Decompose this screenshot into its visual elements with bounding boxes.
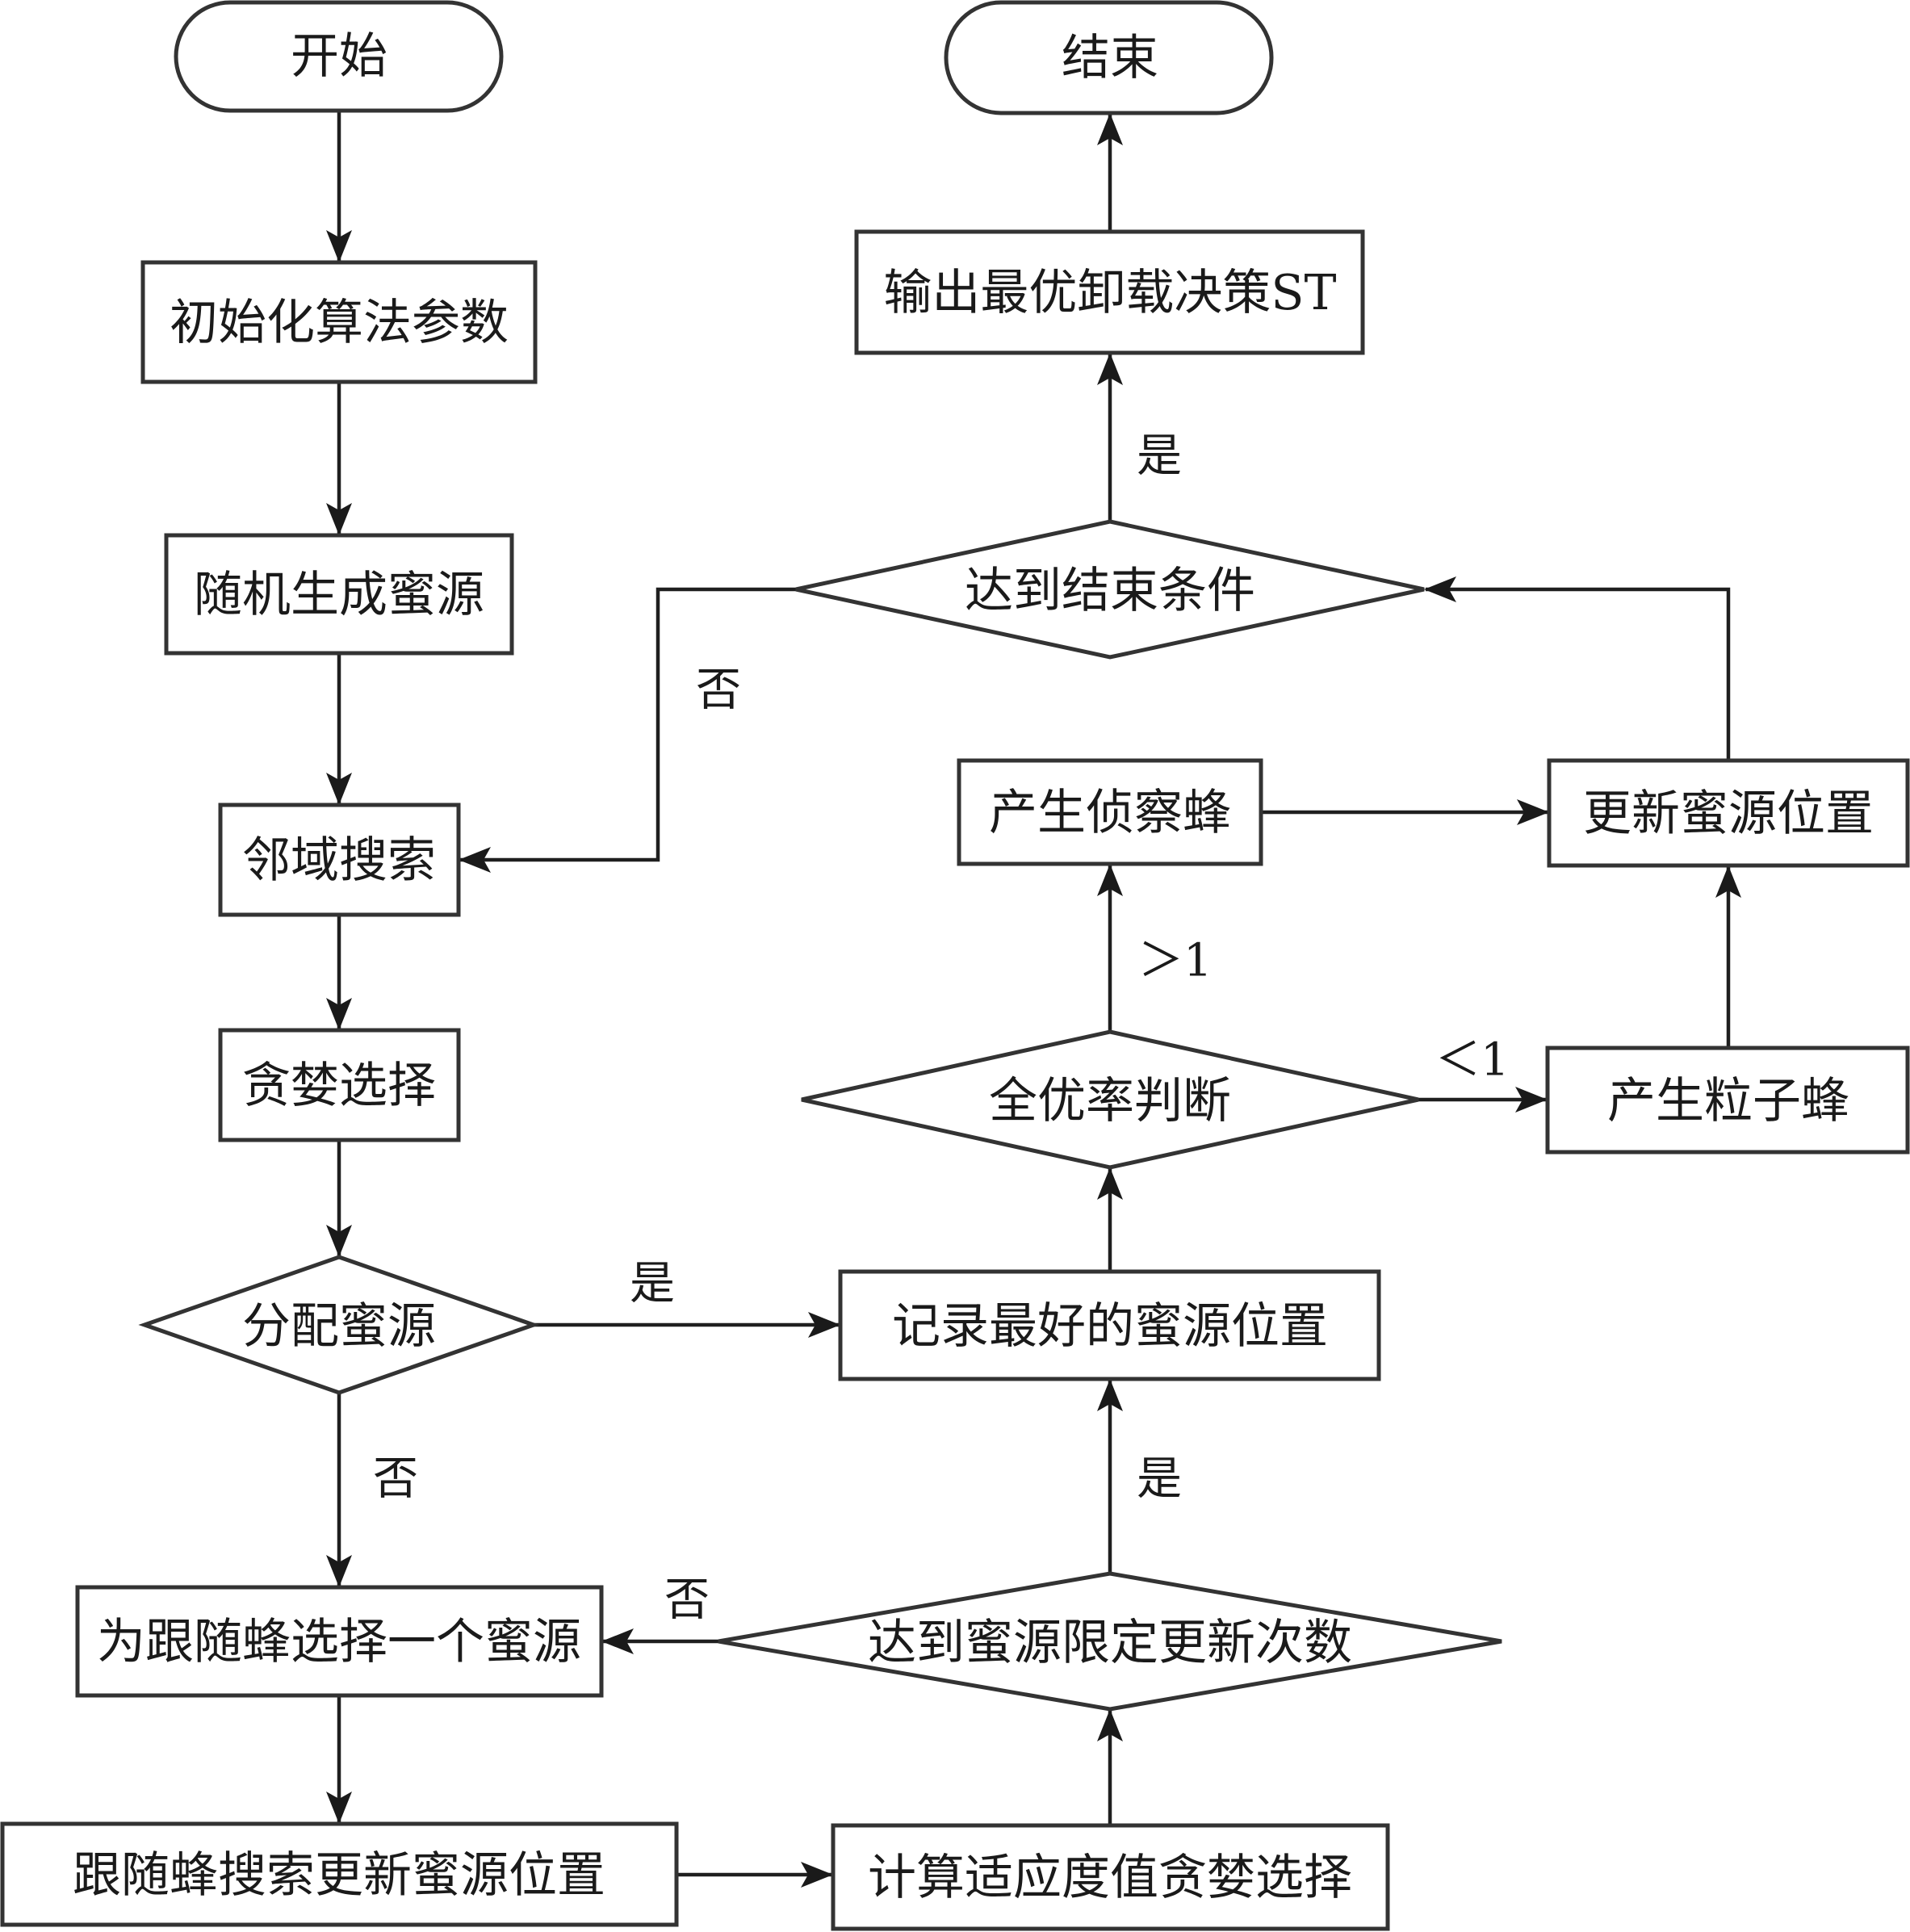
node-label: 达到结束条件 [965,563,1255,619]
node-label: 记录最好的蜜源位置 [892,1298,1328,1355]
node-label: 分配蜜源 [242,1298,436,1355]
node-init-params: 初始化算法参数 [140,260,538,384]
process-shape [75,1585,604,1698]
process-shape [140,260,538,384]
node-label: 结束 [1062,30,1158,86]
node-generate-scout-bee: 产生侦察蜂 [957,758,1263,866]
decision-shape [138,1255,540,1395]
node-follower-search-update: 跟随蜂搜索更新蜜源位置 [0,1821,679,1927]
node-label: 随机生成蜜源 [194,567,484,623]
label-end-no: 否 [696,664,741,717]
node-start: 开始 [174,0,504,113]
node-output-decision: 输出最优卸载决策ST [854,229,1365,355]
edges [326,111,1741,1888]
node-label: 跟随蜂搜索更新蜜源位置 [73,1847,605,1904]
process-shape [1547,758,1910,868]
process-shape [854,229,1365,355]
node-label: 邻域搜索 [242,832,436,889]
process-shape [957,758,1263,866]
node-label: 达到蜜源限定更新次数 [868,1615,1352,1671]
node-neighborhood-search: 邻域搜索 [218,803,461,917]
node-end: 结束 [944,0,1274,115]
node-optimal-rate-check: 全优率判断 [801,1029,1419,1170]
label-assign-yes: 是 [630,1258,675,1310]
node-label: 更新蜜源位置 [1583,786,1874,842]
node-choose-source-for-follower: 为跟随蜂选择一个蜜源 [75,1585,604,1698]
label-end-yes: 是 [1137,430,1182,483]
node-label: 为跟随蜂选择一个蜜源 [97,1614,581,1670]
label-limit-no: 否 [664,1574,710,1627]
node-label: 全优率判断 [989,1073,1231,1129]
process-shape [218,803,461,917]
process-shape [218,1028,461,1142]
terminator-shape [944,0,1274,115]
decision-shape [795,519,1425,660]
node-label: 初始化算法参数 [170,295,509,351]
decision-shape [718,1571,1502,1712]
node-label: 产生粒子蜂 [1607,1073,1849,1129]
node-reach-update-limit: 达到蜜源限定更新次数 [718,1571,1502,1712]
node-label: 产生侦察蜂 [989,785,1231,841]
node-generate-particle-bee: 产生粒子蜂 [1545,1046,1910,1155]
node-assign-source: 分配蜜源 [138,1255,540,1395]
node-label: 输出最优卸载决策ST [883,265,1336,321]
node-compute-fitness-greedy: 计算适应度值贪婪选择 [831,1823,1390,1931]
decision-shape [801,1029,1419,1170]
process-shape [164,533,514,656]
process-shape [831,1823,1390,1931]
edge-update-to-end-condition [1424,576,1731,761]
node-update-source-position: 更新蜜源位置 [1547,758,1910,868]
node-reach-end-condition: 达到结束条件 [795,519,1425,660]
process-shape [838,1269,1381,1381]
terminator-shape [174,0,504,113]
label-rate-lt: ＜1 [1435,1034,1510,1087]
node-label: 计算适应度值贪婪选择 [868,1850,1352,1906]
node-label: 贪婪选择 [242,1058,436,1114]
node-greedy-select: 贪婪选择 [218,1028,461,1142]
node-random-sources: 随机生成蜜源 [164,533,514,656]
process-shape [0,1821,679,1927]
label-assign-no: 否 [373,1453,418,1506]
label-rate-gt: ＞1 [1138,935,1213,987]
edge-end-condition-no-to-neighborhood [459,587,796,873]
node-label: 开始 [291,28,387,85]
node-record-best-source: 记录最好的蜜源位置 [838,1269,1381,1381]
process-shape [1545,1046,1910,1155]
edge-labels: 是 否 是 否 ＞1 ＜1 是 否 [373,430,1510,1627]
label-limit-yes: 是 [1137,1453,1182,1506]
